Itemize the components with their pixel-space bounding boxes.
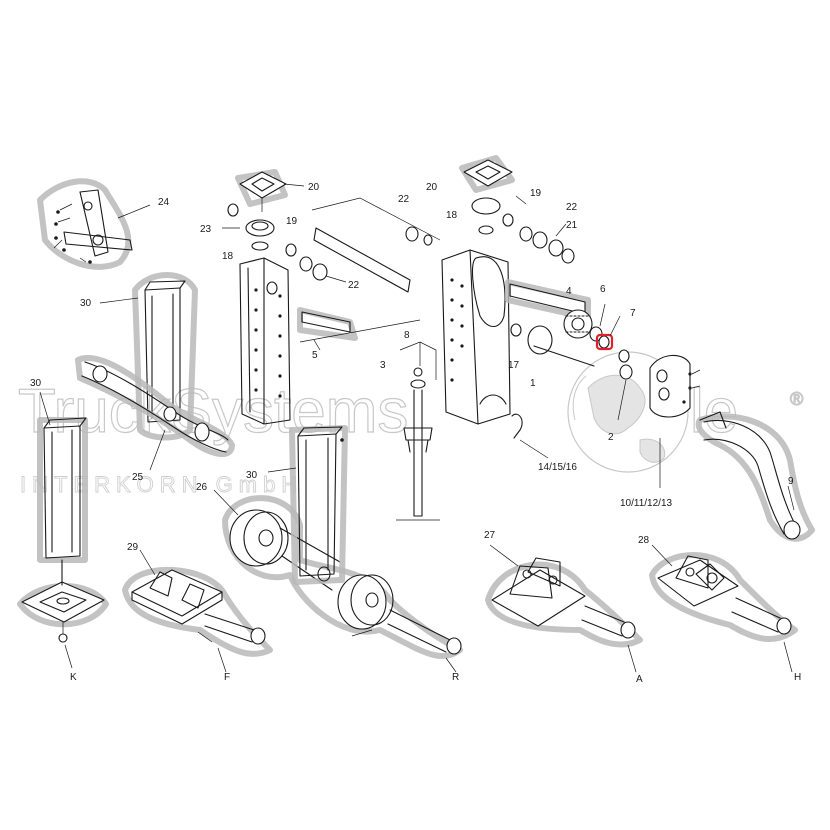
label-19-a: 19 (286, 216, 298, 227)
variant-label-k: K (70, 672, 77, 683)
part-labels: 24 30 30 25 26 30 29 20 23 18 19 22 5 22… (30, 182, 794, 553)
label-17: 17 (508, 360, 520, 371)
label-27: 27 (484, 530, 496, 541)
label-25: 25 (132, 472, 144, 483)
leg-30-middle (267, 425, 348, 585)
watermark-company-text: INTERKORN GmbH (20, 472, 303, 497)
label-30-b: 30 (30, 378, 42, 389)
label-19-b: 19 (530, 188, 542, 199)
foot-a-assembly (485, 544, 643, 673)
label-30-c: 30 (246, 470, 258, 481)
registered-mark: ® (790, 389, 803, 409)
label-7: 7 (630, 308, 636, 319)
variant-label-a: A (636, 674, 643, 685)
watermark: TruckSystems le ® INTERKORN GmbH (17, 351, 804, 497)
label-20-b: 20 (426, 182, 438, 193)
highlight-part-7 (595, 333, 614, 351)
label-22-c: 22 (566, 202, 578, 213)
crank-handle-detail (37, 178, 151, 270)
curved-arm-25 (75, 355, 235, 471)
column-right-assembly (405, 155, 575, 425)
label-23: 23 (200, 224, 212, 235)
label-24: 24 (158, 197, 170, 208)
variant-labels: K F R A H (70, 672, 801, 685)
label-29: 29 (127, 542, 139, 553)
side-plate-assembly (649, 354, 815, 542)
bolt-holes-left (254, 288, 282, 398)
label-2: 2 (608, 432, 614, 443)
watermark-brand-text: TruckSystems (18, 377, 408, 446)
label-28: 28 (638, 535, 650, 546)
variant-label-r: R (452, 672, 459, 683)
label-21: 21 (566, 220, 578, 231)
leg-k-assembly (17, 391, 109, 669)
pin-clip-14 (511, 413, 549, 459)
watermark-brand-suffix: le (690, 377, 738, 446)
globe-icon (567, 351, 689, 473)
label-14-15-16: 14/15/16 (538, 462, 577, 473)
wheel-r-assembly (213, 489, 463, 673)
gear-shaft-assembly (505, 279, 633, 421)
foot-h-assembly (649, 544, 798, 673)
foot-f-assembly (122, 549, 273, 673)
label-10-11-12-13: 10/11/12/13 (620, 498, 673, 509)
leg-30-small (99, 272, 198, 441)
label-18-a: 18 (222, 251, 234, 262)
label-8: 8 (404, 330, 410, 341)
label-3: 3 (380, 360, 386, 371)
label-22-b: 22 (398, 194, 410, 205)
connecting-shaft (299, 197, 441, 343)
spindle-assembly (396, 341, 440, 521)
label-1: 1 (530, 378, 536, 389)
variant-label-h: H (794, 672, 801, 683)
label-4: 4 (566, 286, 572, 297)
label-6: 6 (600, 284, 606, 295)
label-30-a: 30 (80, 298, 92, 309)
column-left-assembly (222, 169, 358, 425)
label-18-b: 18 (446, 210, 458, 221)
label-22-a: 22 (348, 280, 360, 291)
label-9: 9 (788, 476, 794, 487)
label-5: 5 (312, 350, 318, 361)
label-20-a: 20 (308, 182, 320, 193)
variant-label-f: F (224, 672, 230, 683)
bolt-holes-right (450, 278, 464, 382)
label-26: 26 (196, 482, 208, 493)
